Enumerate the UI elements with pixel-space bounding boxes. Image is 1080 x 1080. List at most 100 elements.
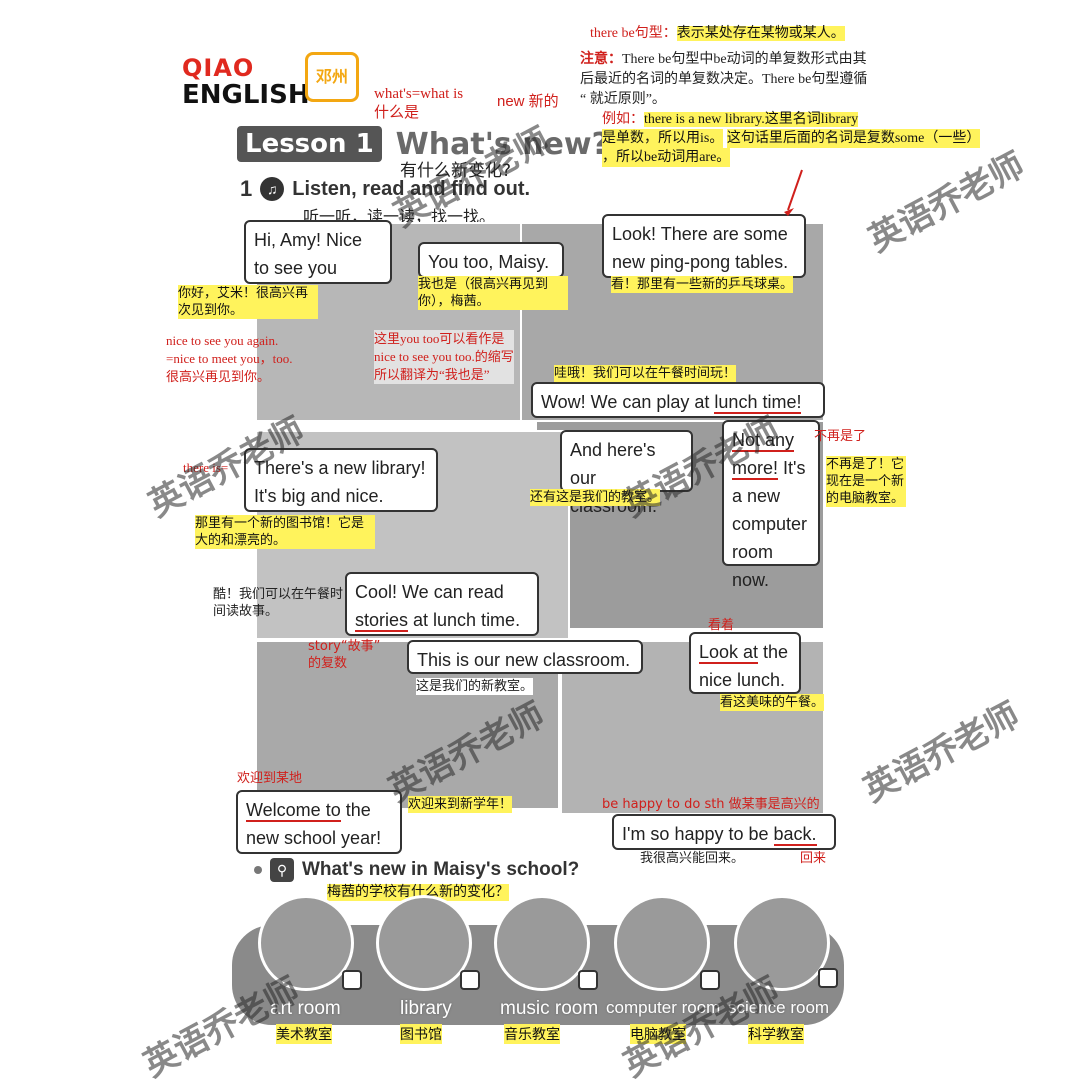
grammar-example-label: 例如： [602,112,644,127]
note-computer-room-cn: 不再是了！它现在是一个新的电脑教室。 [826,456,906,507]
look-at-underline: Look at [699,642,759,664]
checkbox-music-room[interactable] [578,970,598,990]
note-cool-cn: 酷！我们可以在午餐时间读故事。 [213,587,344,619]
note-classroom-cn: 还有这是我们的教室。 [530,489,661,506]
room-label-computer: computer room [606,998,721,1017]
note-ping-pong-cn: 看！那里有一些新的乒乓球桌。 [611,276,794,293]
bubble-you-too: You too, Maisy. [418,242,564,278]
activity-number: 1 [240,176,253,201]
bubble-nice-lunch: Look at the nice lunch. [689,632,801,694]
grammar-note-text-3: “ 就近原则”。 [580,92,666,107]
room-cn-science: 科学教室 [748,1024,804,1044]
note-be-happy: be happy to do sth 做某事是高兴的 [602,797,820,812]
room-image-science [734,895,830,991]
note-story-2: 的复数 [308,656,348,671]
room-image-computer [614,895,710,991]
question-header: ⚲ What's new in Maisy's school? [254,858,579,882]
grammar-example-4: ，所以be动词用are。 [602,148,731,167]
question-title: What's new in Maisy's school? [302,859,580,880]
note-there-is: there is= [183,460,229,475]
checkbox-library[interactable] [460,970,480,990]
brand-line1: QIAO [182,54,255,82]
room-cn-music: 音乐教室 [504,1024,560,1044]
question-title-cn: 梅茜的学校有什么新的变化？ [327,884,509,901]
whats-note-cn: 什么是 [374,103,420,121]
room-label-science: science room [728,998,830,1017]
activity-title: Listen, read and find out. [292,177,531,200]
note-happy-cn: 我很高兴能回来。 [640,851,745,866]
lesson-title-bar: Lesson 1 What's new? [237,126,609,162]
grammar-note: 注意：There be句型中be动词的单复数形式由其 后最近的名词的单复数决定。… [580,50,920,110]
note-you-too-explain-1: 这里you too可以看作是 [374,331,505,346]
checkbox-computer-room[interactable] [700,970,720,990]
note-nice-see-1: nice to see you again. [166,333,279,348]
grammar-note-text-1: There be句型中be动词的单复数形式由其 [622,52,867,67]
back-underline: back. [773,824,817,846]
note-welcome-cn: 欢迎来到新学年！ [408,796,513,813]
checkbox-science-room[interactable] [818,968,838,988]
note-nice-lunch-cn: 看这美味的午餐。 [720,694,825,711]
grammar-line1: there be句型：表示某处存在某物或某人。 [590,22,845,42]
note-new-classroom-cn: 这是我们的新教室。 [416,678,534,695]
brand-logo: QIAO ENGLISH [182,56,310,108]
whats-note: what's=what is [374,86,464,102]
note-look-at: 看着 [708,618,735,633]
bubble-cool: Cool! We can read stories at lunch time. [345,572,539,636]
watermark: 英语乔老师 [857,695,1027,811]
note-nice-see: nice to see you again. =nice to meet you… [166,332,292,386]
bubble-new-library: There's a new library! It's big and nice… [244,448,438,512]
note-hi-amy-cn: 你好，艾米！很高兴再次见到你。 [178,285,318,319]
room-cn-art: 美术教室 [276,1024,332,1044]
city-badge: 邓州 [305,52,359,102]
note-story-1: story“故事” [308,639,381,654]
grammar-note-label: 注意： [580,52,622,67]
note-nice-see-2: =nice to meet you，too. [166,351,293,366]
city-badge-text: 邓州 [315,67,348,86]
bubble-computer-room: Not any more! It's a new computer room n… [722,420,820,590]
grammar-example-3: 这句话里后面的名词是复数some（一些） [726,129,981,148]
grammar-note-text-2: 后最近的名词的单复数决定。There be句型遵循 [580,72,868,87]
checkbox-art-room[interactable] [342,970,362,990]
grammar-example: 例如：there is a new library.这里名词library 是单… [602,110,1080,167]
room-image-music [494,895,590,991]
room-cn-library: 图书馆 [400,1024,442,1044]
welcome-to-underline: Welcome to [246,800,341,822]
activity-header: 1 ♫ Listen, read and find out. [240,176,530,202]
lesson-title: What's new? [395,126,610,162]
room-cn-computer: 电脑教室 [630,1024,686,1044]
stories-underline: stories [355,610,409,632]
grammar-example-2: 是单数，所以用is。 [602,129,724,148]
not-any-more-underline: Not any more! [732,430,795,480]
note-back: 回来 [800,851,827,866]
note-welcome-to: 欢迎到某地 [237,771,303,786]
bubble-hi-amy: Hi, Amy! Nice to see you again. [244,220,392,306]
bubble-ping-pong: Look! There are some new ping-pong table… [602,214,806,278]
room-label-library: library [400,998,452,1019]
lunch-time-underline: lunch time! [714,392,802,414]
note-nice-see-3: 很高兴再见到你。 [166,369,271,384]
bubble-new-classroom: This is our new classroom. [407,640,643,674]
room-label-music: music room [500,998,599,1019]
lesson-title-cn: 有什么新变化? [400,161,512,181]
bubble-wow: Wow! We can play at lunch time! [531,382,825,418]
note-not-any-more: 不再是了 [814,429,867,444]
search-icon: ⚲ [270,858,294,882]
grammar-line1-prefix: there be句型： [590,26,677,41]
headphones-icon: ♫ [260,177,285,201]
grammar-example-1: there is a new library.这里名词library [644,112,859,127]
brand-line2: ENGLISH [182,80,310,110]
room-label-art: art room [270,998,341,1019]
note-you-too-explain-3: 所以翻译为“我也是” [374,367,490,382]
note-story: story“故事” 的复数 [308,638,380,672]
grammar-line1-highlight: 表示某处存在某物或某人。 [676,26,845,41]
new-note: new 新的 [497,93,559,110]
note-wow-cn: 哇哦！我们可以在午餐时间玩！ [554,365,737,382]
lesson-number: Lesson 1 [237,126,382,162]
room-image-art [258,895,354,991]
bubble-happy: I'm so happy to be back. [612,814,836,850]
annotation-arrow [784,169,803,216]
note-you-too-explain-2: nice to see you too.的缩写 [374,349,514,364]
bullet-dot-icon [254,866,262,874]
bubble-welcome: Welcome to the new school year! [236,790,402,854]
note-you-too-explain: 这里you too可以看作是 nice to see you too.的缩写 所… [374,330,514,384]
